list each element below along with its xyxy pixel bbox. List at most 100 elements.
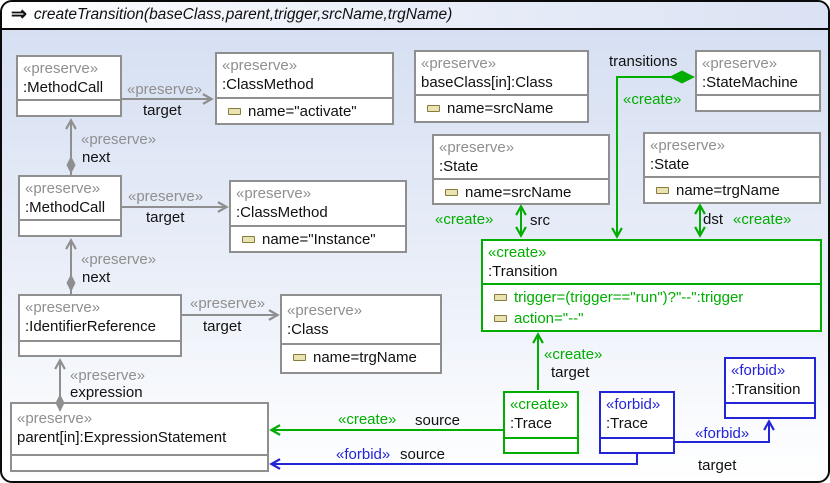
node-state-trg[interactable]: «preserve» :State name=trgName — [643, 132, 821, 204]
attribute-row: name="Instance" — [233, 229, 403, 250]
stereotype-label: «preserve» — [222, 57, 298, 74]
composition-diamond-next1 — [66, 156, 76, 174]
edge-role-label: transitions — [609, 53, 678, 70]
attribute-text: name=trgName — [676, 182, 780, 199]
node-identifierreference[interactable]: «preserve» :IdentifierReference — [18, 294, 182, 357]
attribute-text: trigger=(trigger=="run")?"--":trigger — [514, 289, 744, 306]
edge-stereotype-label: «preserve» — [190, 295, 266, 312]
attribute-compartment — [697, 94, 819, 110]
stereotype-label: «create» — [510, 396, 569, 413]
composition-diamond-transitions — [669, 70, 695, 84]
node-name: baseClass[in]:Class — [421, 74, 553, 91]
attribute-text: name=srcName — [465, 184, 572, 201]
node-name: :IdentifierReference — [25, 318, 156, 335]
edge-role-label: next — [82, 149, 111, 166]
attribute-compartment: name=trgName — [645, 176, 819, 202]
node-class-trg[interactable]: «preserve» :Class name=trgName — [280, 294, 442, 374]
attribute-icon — [293, 354, 306, 361]
attribute-text: action="--" — [514, 310, 584, 327]
attribute-row: action="--" — [485, 308, 818, 329]
stereotype-label: «preserve» — [25, 180, 101, 197]
edge-role-label: source — [400, 446, 446, 463]
stereotype-label: «preserve» — [650, 137, 726, 154]
attribute-compartment: name=srcName — [416, 94, 587, 121]
attribute-row: name=srcName — [418, 98, 585, 119]
node-trace-create[interactable]: «create» :Trace — [503, 391, 579, 454]
node-name: parent[in]:ExpressionStatement — [17, 429, 227, 446]
attribute-row: trigger=(trigger=="run")?"--":trigger — [485, 287, 818, 308]
node-classmethod-activate[interactable]: «preserve» :ClassMethod name="activate" — [215, 52, 394, 125]
edge-stereotype-label: «create» — [435, 211, 494, 228]
stereotype-label: «preserve» — [421, 55, 497, 72]
node-name: :Class — [287, 321, 329, 338]
attribute-compartment — [20, 340, 180, 355]
attribute-row: name="activate" — [219, 101, 390, 122]
rule-signature: createTransition(baseClass,parent,trigge… — [33, 6, 453, 23]
composition-diamond-next2 — [66, 274, 76, 292]
node-classmethod-instance[interactable]: «preserve» :ClassMethod name="Instance" — [229, 180, 407, 253]
edge-role-label: source — [415, 412, 461, 429]
rule-title-bar: ⇒ createTransition(baseClass,parent,trig… — [2, 2, 828, 30]
attribute-text: name="activate" — [248, 103, 357, 120]
stereotype-label: «preserve» — [439, 139, 515, 156]
edge-role-label: src — [530, 212, 550, 229]
edge-role-label: expression — [70, 384, 143, 401]
attribute-icon — [445, 189, 458, 196]
edge-role-label: next — [82, 269, 111, 286]
attribute-row: name=trgName — [647, 180, 817, 201]
attribute-icon — [494, 294, 507, 301]
stereotype-label: «create» — [488, 244, 547, 261]
edge-role-label: target — [143, 102, 182, 119]
edge-stereotype-label: «forbid» — [695, 425, 750, 442]
attribute-compartment — [726, 402, 814, 417]
edge-stereotype-label: «preserve» — [81, 131, 157, 148]
attribute-compartment — [20, 219, 120, 235]
node-name: :StateMachine — [702, 74, 798, 91]
stereotype-label: «preserve» — [236, 185, 312, 202]
attribute-compartment: trigger=(trigger=="run")?"--":trigger ac… — [483, 283, 820, 330]
attribute-compartment: name=srcName — [434, 178, 608, 203]
edge-stereotype-label: «preserve» — [128, 188, 204, 205]
attribute-compartment — [601, 437, 673, 452]
edge-role-label: target — [203, 318, 242, 335]
stereotype-label: «preserve» — [25, 299, 101, 316]
edge-stereotype-label: «preserve» — [81, 251, 157, 268]
edge-role-label: dst — [703, 211, 724, 228]
node-transition-forbid[interactable]: «forbid» :Transition — [724, 357, 816, 419]
edge-stereotype-label: «preserve» — [70, 367, 146, 384]
node-methodcall-1[interactable]: «preserve» :MethodCall — [16, 55, 122, 117]
node-methodcall-2[interactable]: «preserve» :MethodCall — [18, 175, 122, 237]
attribute-row: name=trgName — [284, 347, 438, 368]
attribute-icon — [228, 108, 241, 115]
edge-role-label: target — [698, 457, 737, 474]
attribute-icon — [242, 236, 255, 243]
edge-forbid-source-trace-expressionstatement — [273, 453, 638, 464]
attribute-compartment — [18, 99, 120, 115]
node-name: :MethodCall — [25, 199, 106, 216]
node-transition-create[interactable]: «create» :Transition trigger=(trigger=="… — [481, 239, 822, 332]
node-trace-forbid[interactable]: «forbid» :Trace — [599, 391, 675, 454]
node-name: :Trace — [510, 415, 552, 432]
node-state-src[interactable]: «preserve» :State name=srcName — [432, 134, 610, 205]
edge-stereotype-label: «create» — [338, 411, 397, 428]
node-name: :ClassMethod — [222, 76, 314, 93]
attribute-icon — [427, 105, 440, 112]
stereotype-label: «preserve» — [23, 60, 99, 77]
attribute-icon — [656, 187, 669, 194]
stereotype-label: «forbid» — [606, 396, 661, 413]
edge-role-label: target — [146, 209, 185, 226]
node-name: :Transition — [488, 263, 558, 280]
node-name: :State — [650, 156, 690, 173]
attribute-text: name=trgName — [313, 349, 417, 366]
attribute-row: name=srcName — [436, 182, 606, 203]
attribute-compartment: name="Instance" — [231, 225, 405, 251]
node-statemachine[interactable]: «preserve» :StateMachine — [695, 50, 821, 112]
node-baseclass[interactable]: «preserve» baseClass[in]:Class name=srcN… — [414, 50, 589, 123]
node-name: :ClassMethod — [236, 204, 328, 221]
edge-stereotype-label: «preserve» — [127, 81, 203, 98]
node-name: :State — [439, 158, 479, 175]
attribute-text: name="Instance" — [262, 231, 376, 248]
node-name: :Transition — [731, 381, 801, 398]
node-expressionstatement[interactable]: «preserve» parent[in]:ExpressionStatemen… — [10, 402, 269, 472]
